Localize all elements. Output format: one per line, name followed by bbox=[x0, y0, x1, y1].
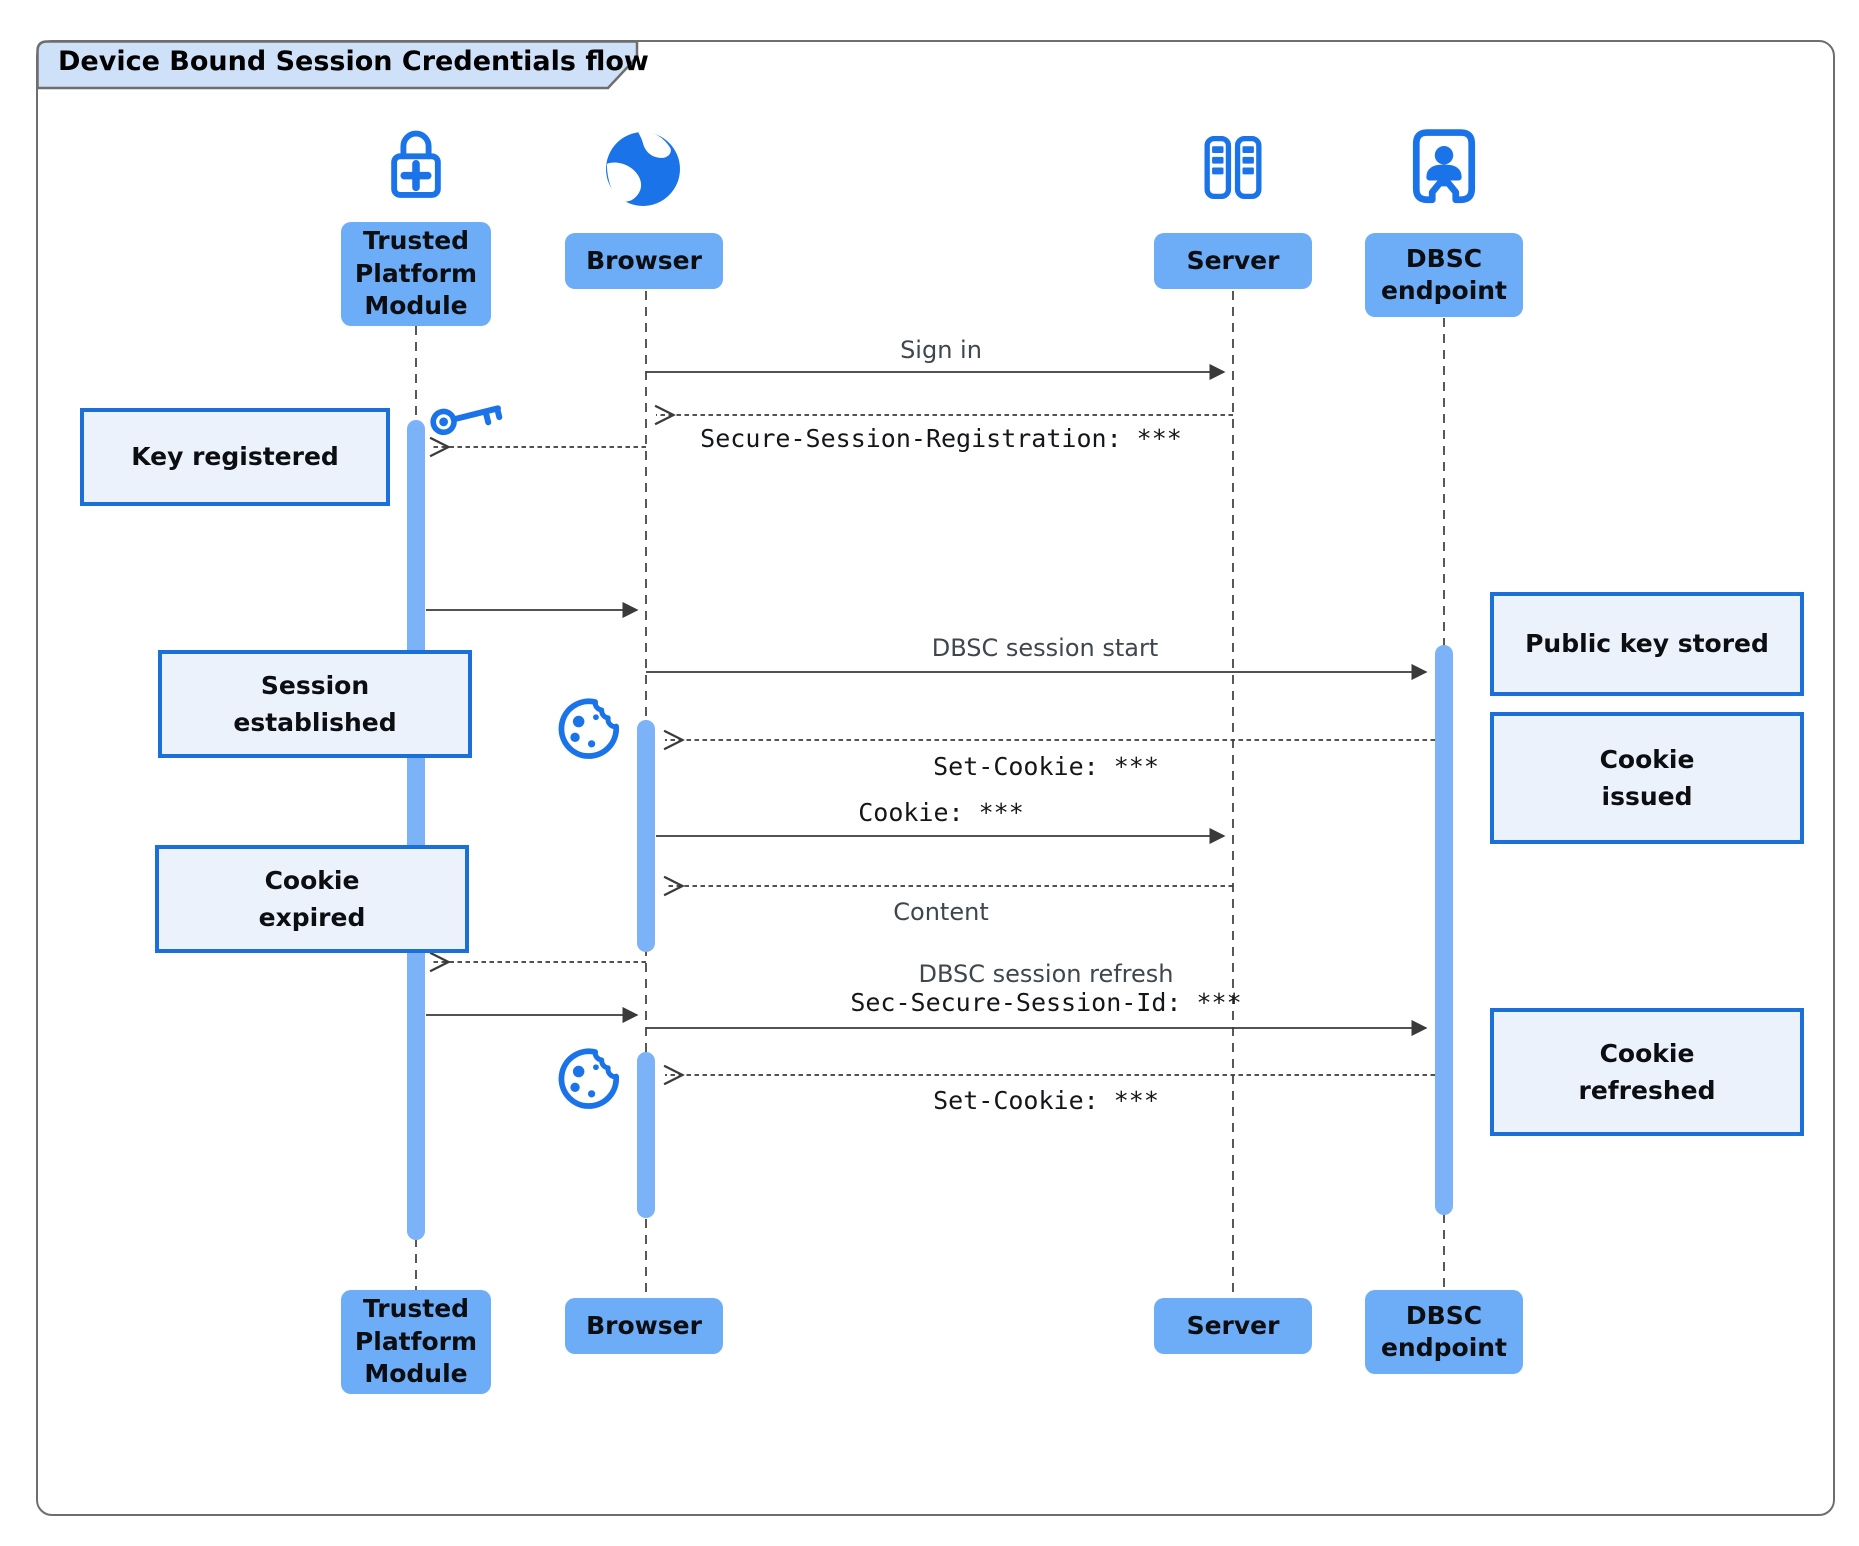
activation-bar-browser-1 bbox=[637, 720, 655, 952]
label-refresh-line-2: Sec-Secure-Session-Id: *** bbox=[850, 988, 1242, 1017]
actor-bottom-tpm: Trusted Platform Module bbox=[341, 1290, 491, 1394]
label-set-cookie-1: Set-Cookie: *** bbox=[933, 752, 1159, 781]
cookie-icon bbox=[558, 698, 619, 759]
activation-bar-tpm bbox=[407, 420, 425, 1240]
note-cookie-refreshed: Cookie refreshed bbox=[1490, 1008, 1804, 1136]
diagram-title: Device Bound Session Credentials flow bbox=[58, 46, 649, 77]
activation-bar-dbsc bbox=[1435, 645, 1453, 1215]
title-tab bbox=[36, 40, 639, 90]
server-racks-icon bbox=[1204, 135, 1262, 200]
label-cookie: Cookie: *** bbox=[858, 798, 1024, 827]
actor-top-browser: Browser bbox=[565, 233, 723, 289]
actor-top-dbsc: DBSC endpoint bbox=[1365, 233, 1523, 317]
activation-bar-browser-2 bbox=[637, 1052, 655, 1218]
diagram-border bbox=[36, 40, 1835, 1516]
actor-bottom-server: Server bbox=[1154, 1298, 1312, 1354]
label-registration: Secure-Session-Registration: *** bbox=[700, 424, 1182, 453]
cookie-icon bbox=[558, 1048, 619, 1109]
lock-plus-icon bbox=[391, 130, 441, 198]
actor-top-server: Server bbox=[1154, 233, 1312, 289]
note-session-established: Session established bbox=[158, 650, 472, 758]
actor-bottom-dbsc: DBSC endpoint bbox=[1365, 1290, 1523, 1374]
note-cookie-expired: Cookie expired bbox=[155, 845, 469, 953]
label-refresh-line-1: DBSC session refresh bbox=[918, 960, 1174, 988]
person-badge-icon bbox=[1412, 129, 1476, 204]
actor-bottom-browser: Browser bbox=[565, 1298, 723, 1354]
label-sign-in: Sign in bbox=[900, 336, 982, 364]
label-content: Content bbox=[893, 898, 989, 926]
label-set-cookie-2: Set-Cookie: *** bbox=[933, 1086, 1159, 1115]
note-public-key-stored: Public key stored bbox=[1490, 592, 1804, 696]
note-key-registered: Key registered bbox=[80, 408, 390, 506]
key-icon bbox=[430, 405, 503, 436]
actor-top-tpm: Trusted Platform Module bbox=[341, 222, 491, 326]
globe-icon bbox=[606, 130, 680, 206]
note-cookie-issued: Cookie issued bbox=[1490, 712, 1804, 844]
label-session-start: DBSC session start bbox=[931, 634, 1159, 662]
